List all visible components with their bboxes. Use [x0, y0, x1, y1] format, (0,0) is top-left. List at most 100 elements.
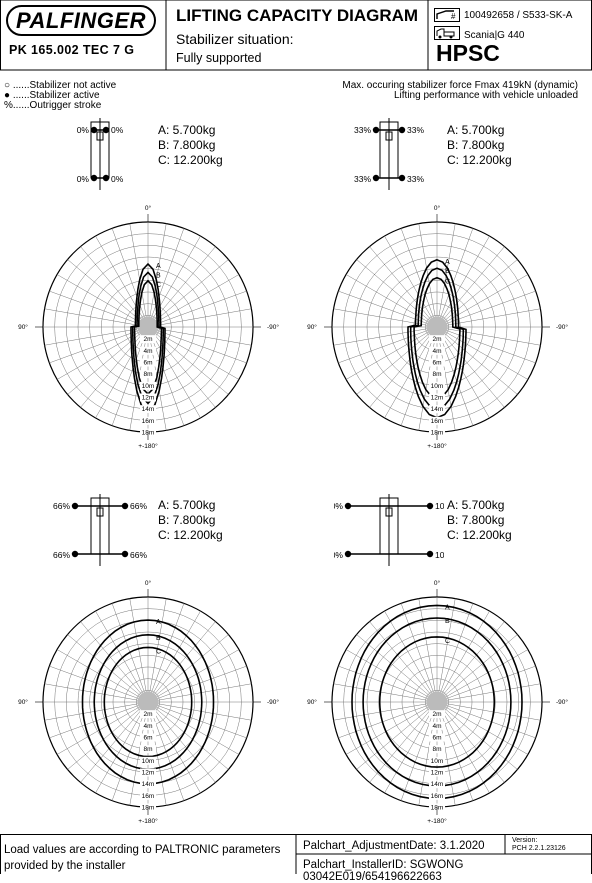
outrigger-stroke-label: 100% — [334, 501, 343, 511]
angle-grid-line — [56, 701, 149, 755]
stabilizer-active-marker — [90, 126, 98, 134]
angle-grid-line — [147, 326, 201, 419]
angle-grid-line — [356, 701, 438, 770]
crane-base — [385, 131, 393, 141]
angle-grid-line — [400, 701, 438, 801]
angle-label-left: 90° — [18, 698, 28, 706]
angle-grid-line — [147, 683, 252, 703]
angle-grid-line — [129, 598, 149, 703]
angle-grid-line — [436, 235, 490, 328]
angle-label-left: 90° — [307, 698, 317, 706]
angle-grid-line — [129, 701, 149, 806]
angle-grid-line — [369, 326, 438, 408]
curve-label-a: A — [156, 619, 161, 626]
angle-grid-line — [418, 598, 438, 703]
range-label-bg — [429, 335, 445, 344]
range-label: 10m — [142, 383, 155, 390]
range-label: 2m — [143, 711, 152, 718]
polar-diagram: ABC2m4m6m8m10m12m14m16m18m0°90°-90°+-180… — [18, 204, 279, 450]
angle-grid-line — [333, 683, 438, 703]
load-item-b: B: 7.800kg — [447, 513, 505, 527]
angle-label-left: 90° — [307, 323, 317, 331]
truck-icon — [434, 26, 460, 40]
center-zone — [426, 316, 448, 338]
footer-note-line1: Load values are according to PALTRONIC p… — [4, 844, 281, 856]
range-label-bg — [140, 358, 156, 367]
max-force-text: Max. occuring stabilizer force Fmax 419k… — [342, 80, 578, 91]
svg-text:#: # — [451, 12, 456, 21]
angle-label-bottom: +-180° — [138, 442, 158, 450]
angle-grid-line — [436, 701, 505, 783]
load-item-c: C: 12.200kg — [447, 528, 512, 542]
range-label-bg — [429, 358, 445, 367]
angle-grid-line — [436, 610, 490, 703]
angle-grid-line — [67, 634, 149, 703]
range-label: 10m — [431, 758, 444, 765]
outrigger-stroke-label: 33% — [407, 125, 424, 135]
angle-grid-line — [436, 326, 474, 426]
center-zone — [137, 316, 159, 338]
crane-icon: # — [434, 8, 460, 22]
vehicle-unloaded-text: Lifting performance with vehicle unloade… — [394, 90, 578, 101]
angle-grid-line — [436, 701, 456, 806]
angle-grid-line — [436, 701, 541, 721]
range-label-bg — [429, 381, 445, 390]
range-label-bg — [429, 768, 445, 777]
angle-grid-line — [356, 326, 438, 395]
angle-grid-line — [147, 621, 216, 703]
range-label-bg — [140, 756, 156, 765]
angle-grid-line — [147, 274, 240, 328]
angle-grid-line — [333, 701, 438, 721]
curve-label-b: B — [445, 618, 450, 625]
stabilizer-active-marker — [102, 174, 110, 182]
range-label: 2m — [143, 336, 152, 343]
angle-grid-line — [436, 683, 541, 703]
range-label: 16m — [431, 418, 444, 425]
angle-grid-line — [345, 326, 438, 380]
curve-label-c: C — [445, 279, 450, 286]
angle-grid-line — [418, 326, 438, 431]
stabilizer-situation-value: Fully supported — [176, 51, 262, 65]
angle-grid-line — [436, 634, 518, 703]
center-zone — [426, 691, 448, 713]
range-label: 12m — [142, 770, 155, 777]
angle-grid-line — [49, 701, 149, 739]
angle-grid-line — [436, 326, 541, 346]
angle-grid-line — [436, 621, 505, 703]
angle-grid-line — [436, 326, 456, 431]
stabilizer-active-marker — [372, 174, 380, 182]
angle-grid-line — [147, 634, 229, 703]
capacity-curve-c — [378, 636, 496, 768]
angle-grid-line — [147, 223, 167, 328]
outrigger-stroke-label: 0% — [111, 174, 124, 184]
range-label-bg — [140, 710, 156, 719]
angle-grid-line — [400, 326, 438, 426]
outrigger-stroke-label: 0% — [77, 125, 90, 135]
angle-label-top: 0° — [145, 579, 152, 587]
angle-label-top: 0° — [434, 579, 441, 587]
range-label: 6m — [143, 735, 152, 742]
angle-grid-line — [338, 326, 438, 364]
range-label-bg — [429, 393, 445, 402]
range-label: 8m — [432, 371, 441, 378]
angle-grid-line — [80, 326, 149, 408]
legend-active: ......Stabilizer active — [12, 90, 100, 101]
stabilizer-active-marker — [90, 174, 98, 182]
range-label: 10m — [142, 758, 155, 765]
stabilizer-active-marker — [426, 550, 434, 558]
range-label: 16m — [142, 418, 155, 425]
curve-label-c: C — [156, 282, 161, 289]
angle-grid-line — [436, 603, 474, 703]
angle-grid-line — [384, 701, 438, 794]
curve-label-b: B — [156, 635, 161, 642]
angle-grid-line — [338, 665, 438, 703]
load-item-b: B: 7.800kg — [447, 138, 505, 152]
footer-note-line2: provided by the installer — [4, 860, 126, 872]
angle-grid-line — [147, 290, 247, 328]
polar-diagram: ABC2m4m6m8m10m12m14m16m18m0°90°-90°+-180… — [307, 204, 568, 450]
angle-label-top: 0° — [434, 204, 441, 212]
curve-label-a: A — [445, 259, 450, 266]
crane-model: PK 165.002 TEC 7 G — [9, 43, 135, 57]
polar-diagram: ABC2m4m6m8m10m12m14m16m18m0°90°-90°+-180… — [307, 579, 568, 825]
